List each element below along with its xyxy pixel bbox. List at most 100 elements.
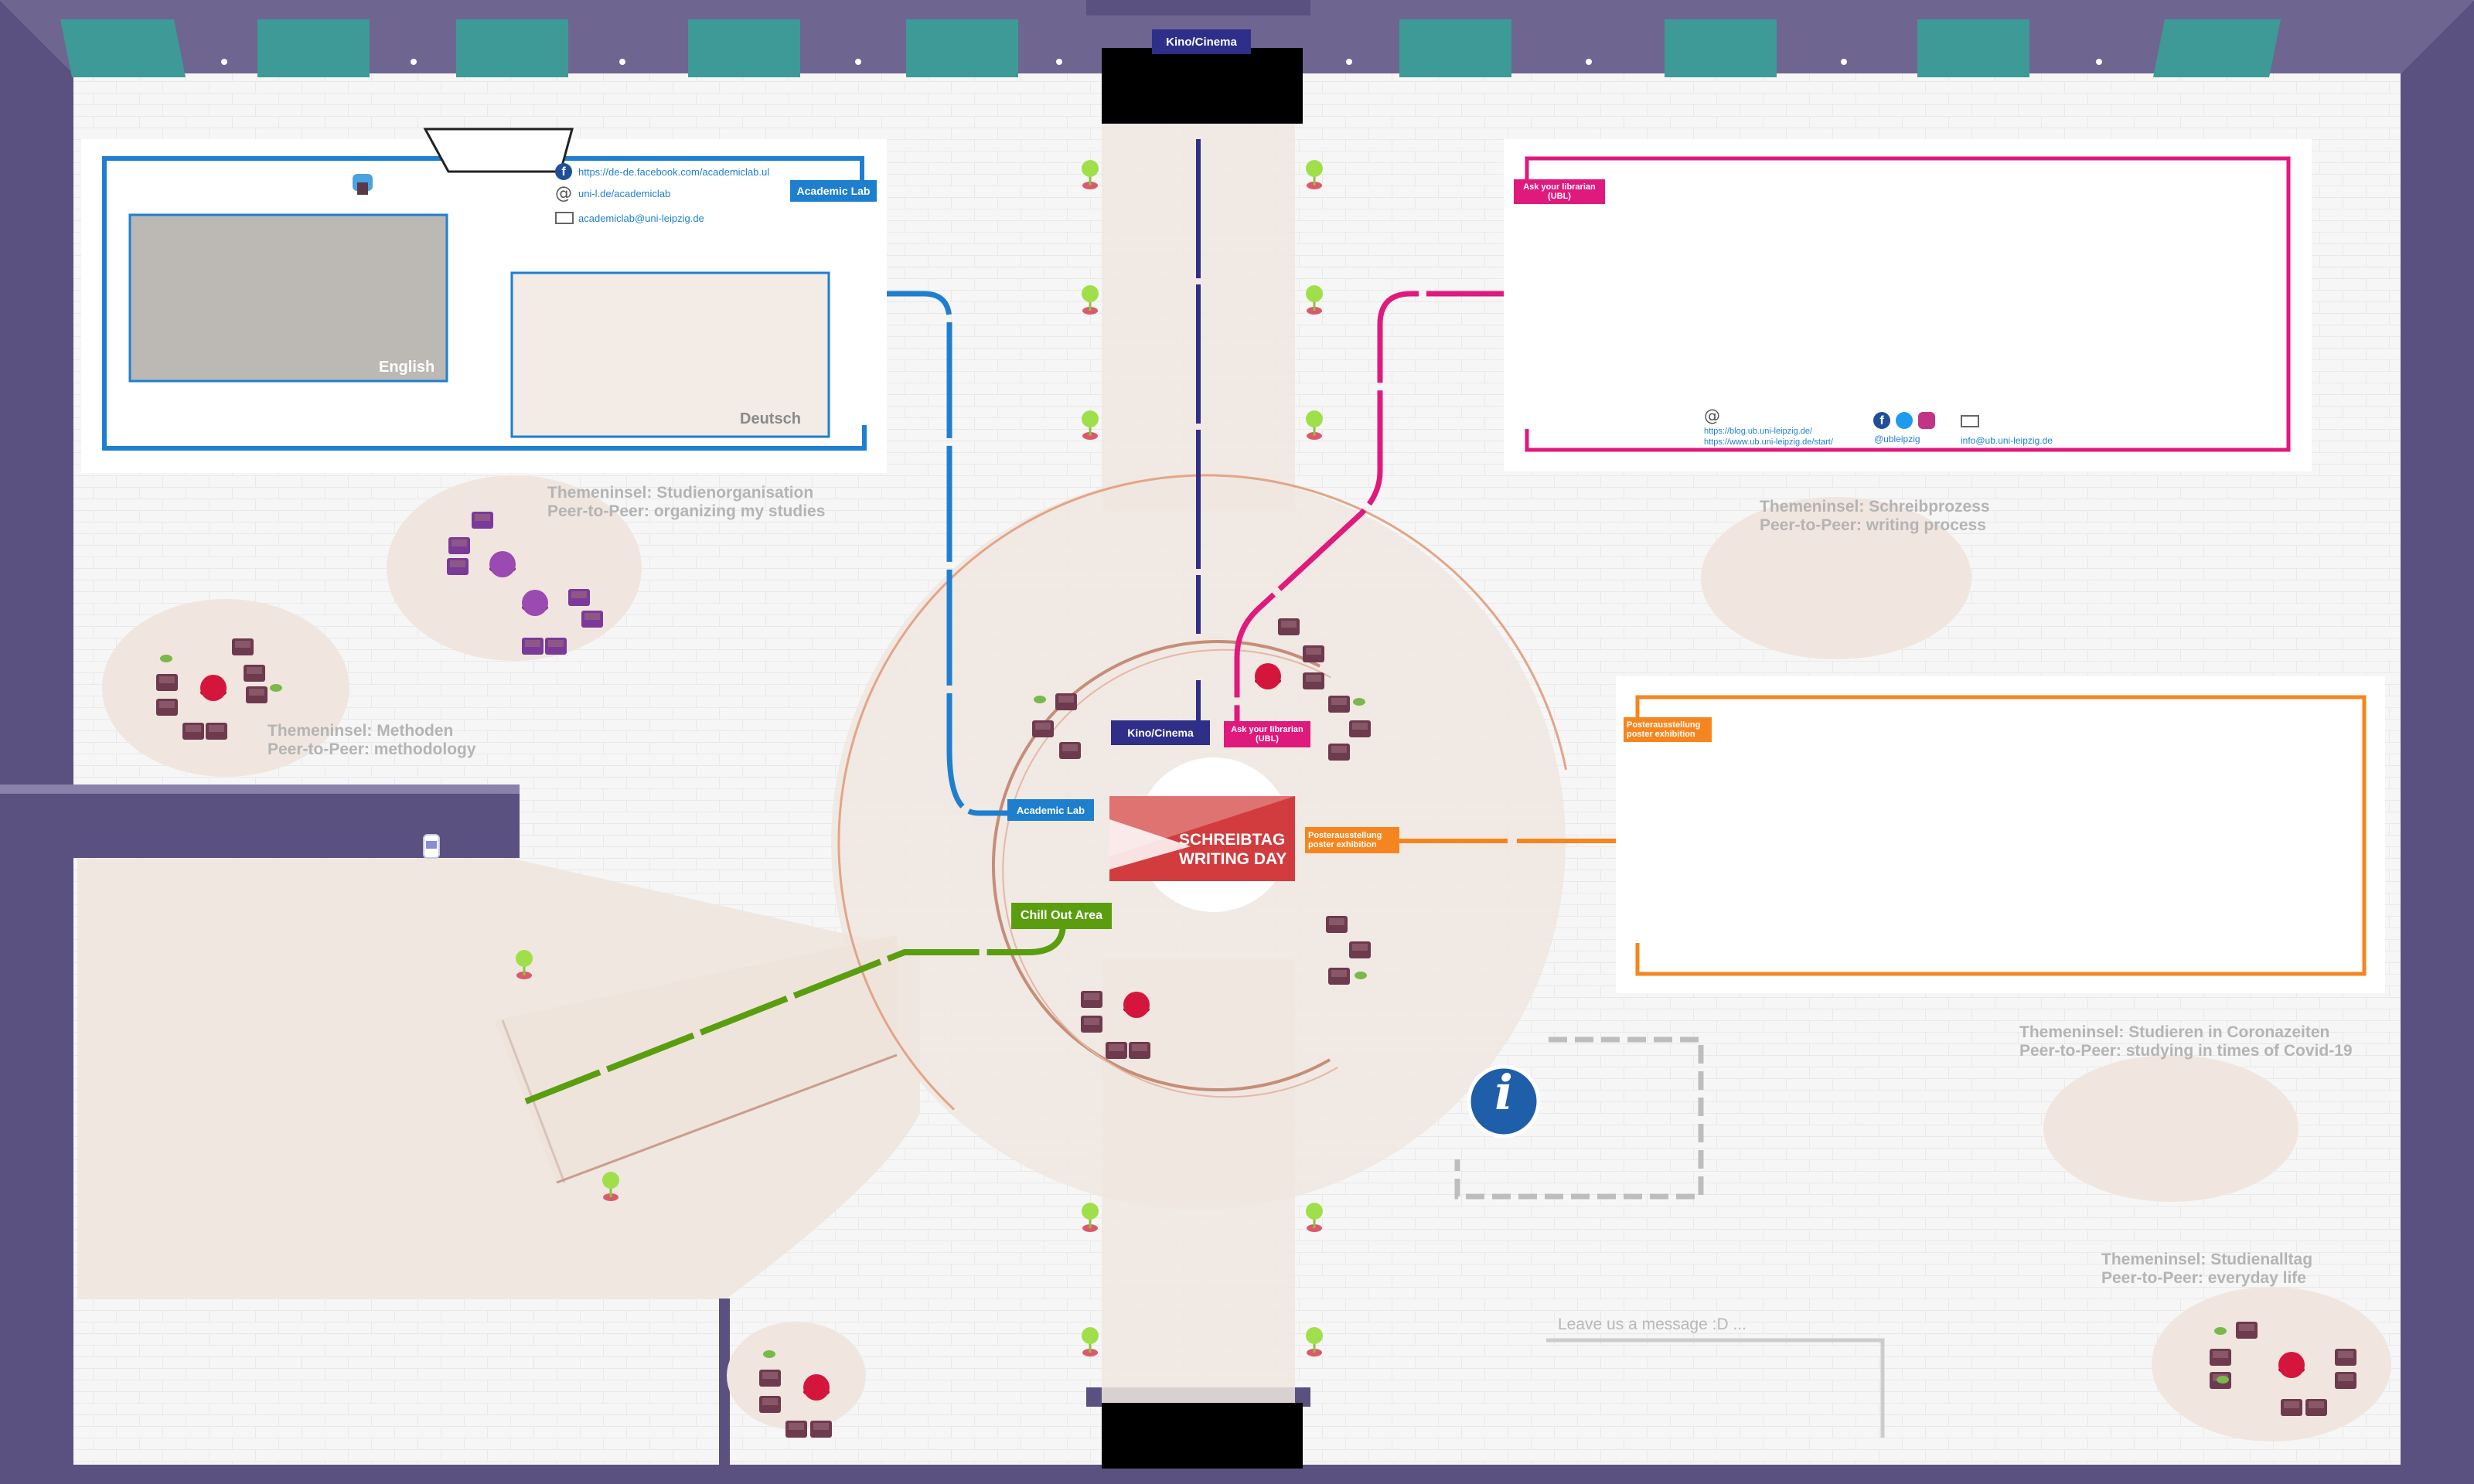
sprout-icon [763,1350,775,1358]
seat-icon[interactable] [1326,916,1348,933]
furniture [156,512,2356,1438]
ubl-twitter-icon [1896,412,1913,429]
sprout-icon [160,655,172,662]
ubl-facebook-icon: f [1873,412,1890,429]
seat-icon[interactable] [785,1421,807,1438]
sign-poster-center[interactable]: Posterausstellung poster exhibition [1305,827,1399,853]
sign-poster-panel[interactable]: Posterausstellung poster exhibition [1624,717,1712,742]
table-icon[interactable] [200,675,227,701]
sign-kino-top[interactable]: Kino/Cinema [1152,29,1251,54]
plant-icon [1082,1327,1099,1356]
table-icon[interactable] [803,1374,830,1401]
seat-icon[interactable] [447,558,469,575]
seat-icon[interactable] [568,589,590,606]
seat-icon[interactable] [2335,1349,2356,1366]
table-icon[interactable] [489,551,516,577]
topic-studienalltag[interactable]: Themeninsel: Studienalltag Peer-to-Peer:… [2101,1251,2312,1288]
topic-studienorganisation-line2: Peer-to-Peer: organizing my studies [547,502,826,520]
seat-icon[interactable] [1032,720,1054,737]
seat-icon[interactable] [1055,693,1077,710]
message-board-text[interactable]: Leave us a message :D ... [1558,1316,1746,1333]
info-icon[interactable] [1467,1064,1541,1139]
table-icon[interactable] [1123,992,1150,1018]
route-chill-out [524,923,1066,1104]
plant-icon [1306,1203,1323,1232]
academic-lab-facebook-link[interactable]: https://de-de.facebook.com/academiclab.u… [578,166,770,178]
plant-icon [1082,285,1099,315]
seat-icon[interactable] [759,1396,781,1413]
ubl-mail-icon [1961,415,1979,427]
sign-poster-panel-line2: poster exhibition [1627,730,1695,739]
seat-icon[interactable] [2281,1399,2302,1416]
seat-icon[interactable] [810,1421,832,1438]
seat-icon[interactable] [206,723,227,740]
writing-day-logo [1109,796,1295,881]
sign-academic-lab-center[interactable]: Academic Lab [1007,799,1094,821]
topic-studienalltag-line2: Peer-to-Peer: everyday life [2101,1269,2306,1287]
seat-icon[interactable] [2210,1349,2231,1366]
table-icon[interactable] [522,590,548,616]
seat-icon[interactable] [1328,696,1350,713]
seat-icon[interactable] [1328,968,1350,985]
seat-icon[interactable] [156,699,178,716]
seat-icon[interactable] [1129,1042,1150,1059]
seat-icon[interactable] [448,537,470,554]
seat-icon[interactable] [759,1370,781,1387]
seat-icon[interactable] [545,638,567,655]
seat-icon[interactable] [1106,1042,1127,1059]
topic-methoden[interactable]: Themeninsel: Methoden Peer-to-Peer: meth… [268,722,476,759]
seat-icon[interactable] [2335,1372,2356,1389]
seat-icon[interactable] [1303,672,1324,689]
seat-icon[interactable] [2236,1322,2258,1339]
sign-ubl-panel[interactable]: Ask your librarian (UBL) [1514,179,1605,204]
sign-chill-out-area[interactable]: Chill Out Area [1011,903,1112,929]
seat-icon[interactable] [244,665,265,682]
sign-poster-center-line2: poster exhibition [1308,840,1377,849]
route-academic-lab [844,291,1009,816]
ubl-social-handle[interactable]: @ubleipzig [1874,434,1920,444]
table-icon[interactable] [2278,1352,2305,1378]
seat-icon[interactable] [246,686,268,703]
academic-lab-email-link[interactable]: academiclab@uni-leipzig.de [578,213,704,224]
seat-icon[interactable] [182,723,204,740]
seat-icon[interactable] [1081,991,1102,1008]
sprout-icon [1034,696,1046,703]
seat-icon[interactable] [472,512,493,529]
screen-english-label[interactable]: English [379,359,435,376]
info-icon-glyph: i [1494,1064,1513,1121]
seat-icon[interactable] [232,638,254,655]
logo-text-schreibtag: SCHREIBTAG [1179,831,1286,849]
sign-ubl-center-line2: (UBL) [1256,734,1279,744]
plant-icon [1306,410,1323,440]
topic-schreibprozess[interactable]: Themeninsel: Schreibprozess Peer-to-Peer… [1760,498,1990,535]
topic-corona[interactable]: Themeninsel: Studieren in Coronazeiten P… [2019,1023,2353,1060]
academic-lab-web-link[interactable]: uni-l.de/academiclab [578,188,671,199]
mail-icon [555,212,574,224]
ubl-web-link[interactable]: https://www.ub.uni-leipzig.de/start/ [1704,437,1833,447]
sign-academic-lab-panel[interactable]: Academic Lab [790,180,877,202]
sign-ubl-center[interactable]: Ask your librarian (UBL) [1224,721,1310,747]
seat-icon[interactable] [1303,645,1324,662]
topic-studienorganisation[interactable]: Themeninsel: Studienorganisation Peer-to… [547,484,825,521]
screen-deutsch-label[interactable]: Deutsch [740,410,801,427]
seat-icon[interactable] [1328,744,1350,761]
facebook-icon: f [555,163,572,180]
seat-icon[interactable] [1349,720,1371,737]
seat-icon[interactable] [1278,618,1300,635]
table-icon[interactable] [1255,663,1281,689]
seat-icon[interactable] [581,611,603,628]
ubl-blog-link[interactable]: https://blog.ub.uni-leipzig.de/ [1704,427,1813,436]
seat-icon[interactable] [2305,1399,2327,1416]
ubl-email-link[interactable]: info@ub.uni-leipzig.de [1961,435,2053,446]
seat-icon[interactable] [522,638,544,655]
seat-icon[interactable] [1059,742,1081,759]
seat-icon[interactable] [156,674,178,691]
sign-kino-center[interactable]: Kino/Cinema [1111,720,1210,745]
seat-icon[interactable] [1349,941,1371,958]
door-bottom[interactable] [1102,1403,1303,1469]
sprout-icon [270,684,282,692]
logo-text-writing-day: WRITING DAY [1179,850,1287,868]
door-top[interactable] [1102,48,1303,124]
seat-icon[interactable] [1081,1016,1102,1033]
topic-methoden-line2: Peer-to-Peer: methodology [268,740,476,758]
